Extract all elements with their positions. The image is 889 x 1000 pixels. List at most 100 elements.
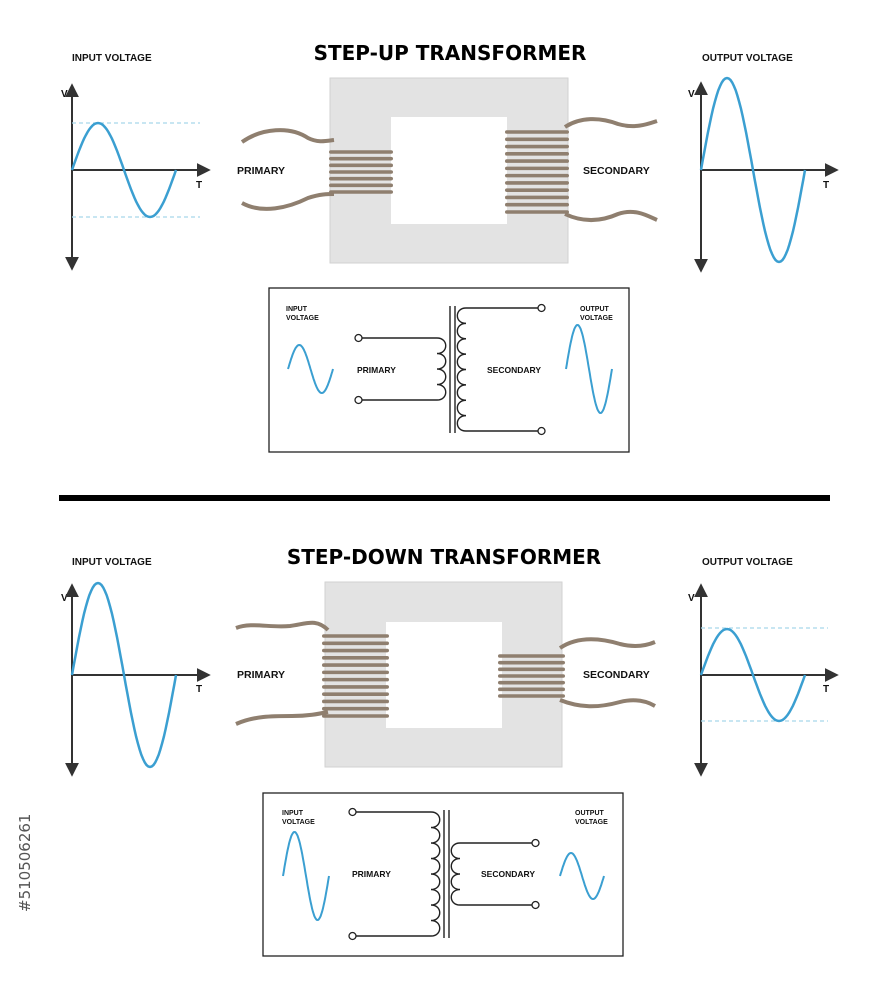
schematic-secondary-terminal (531, 838, 540, 848)
step-down-secondary-winding-turn (498, 667, 565, 672)
step-up-primary-winding-turn (329, 176, 393, 181)
step-down-primary-winding-turn (322, 714, 389, 718)
step-up-secondary-winding-turn (505, 144, 569, 149)
step-up-schematic-primary-label: PRIMARY (357, 365, 396, 375)
step-up-primary-lead-bottom (241, 192, 335, 211)
step-up-schematic-output-wave (565, 323, 613, 415)
step-up-primary-label: PRIMARY (237, 165, 285, 177)
step-up-schematic-input-wave (287, 343, 334, 395)
step-up-input-t-axis-label: T (196, 180, 202, 191)
step-up-primary-winding-turn (329, 156, 393, 161)
step-up-schematic-circuit (354, 303, 546, 436)
schematic-primary-terminal (348, 807, 357, 817)
step-down-primary-winding-turn (322, 706, 389, 711)
step-up-secondary-lead-top (563, 117, 658, 129)
schematic-primary-coil (430, 811, 441, 937)
step-up-input-v-axis-label: V (61, 89, 68, 100)
step-up-secondary-winding-turn (505, 159, 569, 163)
schematic-secondary-terminal (537, 303, 546, 313)
schematic-primary-coil (436, 337, 447, 401)
step-up-secondary-winding-turn (505, 202, 569, 207)
step-up-input-graph: INPUT VOLTAGE V T (61, 53, 211, 271)
step-up-secondary-winding-turn (505, 173, 569, 178)
step-down-output-v-axis-label: V (688, 593, 695, 604)
step-up-output-graph: OUTPUT VOLTAGE V T (688, 53, 839, 273)
step-up-primary-winding-turn (329, 170, 393, 174)
step-down-output-label: OUTPUT VOLTAGE (702, 557, 793, 568)
step-down-secondary-winding-turn (498, 680, 565, 685)
step-up-schematic-input-label-1: INPUT (286, 306, 308, 313)
step-down-input-v-axis-label: V (61, 593, 68, 604)
step-down-primary-winding-turn (322, 656, 389, 660)
step-down-transformer: PRIMARY SECONDARY (235, 581, 656, 768)
step-up-primary-winding-turn (329, 150, 393, 154)
step-down-primary-winding-turn (322, 677, 389, 682)
step-down-schematic-circuit (348, 807, 540, 941)
schematic-secondary-terminal (531, 900, 540, 910)
step-up-secondary-lead-bottom (564, 209, 658, 222)
step-up-primary-winding-turn (329, 183, 393, 188)
step-down-section: STEP-DOWN TRANSFORMER INPUT VOLTAGE V T … (61, 545, 839, 957)
step-down-secondary-lead-top (558, 637, 656, 650)
step-down-output-graph: OUTPUT VOLTAGE V T (688, 557, 839, 777)
step-down-secondary-winding-turn (498, 687, 565, 692)
step-down-primary-winding-turn (322, 692, 389, 696)
step-down-primary-winding-turn (322, 670, 389, 675)
step-up-output-v-axis-label: V (688, 89, 695, 100)
step-down-output-t-axis-label: T (823, 684, 829, 695)
step-down-primary-winding-turn (322, 699, 389, 704)
step-down-schematic-input-wave (282, 830, 330, 922)
step-down-core-window (386, 622, 502, 728)
step-up-secondary-winding-turn (505, 195, 569, 200)
step-down-schematic-output-label-1: OUTPUT (575, 810, 605, 817)
step-down-primary-winding-turn (322, 634, 389, 638)
step-up-input-wave (70, 121, 178, 219)
step-up-output-t-axis-label: T (823, 180, 829, 191)
step-down-primary-lead-top (235, 620, 330, 632)
step-up-schematic-output-label-2: VOLTAGE (580, 315, 613, 322)
step-down-schematic-frame (262, 792, 624, 957)
step-down-title: STEP-DOWN TRANSFORMER (287, 545, 601, 569)
step-up-secondary-winding-turn (505, 137, 569, 142)
step-down-primary-winding-turn (322, 641, 389, 646)
step-up-schematic: INPUT VOLTAGE OUTPUT VOLTAGE PRIMARY SEC… (268, 287, 630, 453)
step-up-schematic-frame (268, 287, 630, 453)
step-down-input-wave (70, 581, 178, 769)
section-divider (59, 495, 830, 501)
step-down-secondary-winding-turn (498, 674, 565, 678)
step-up-secondary-winding-turn (505, 130, 569, 134)
step-up-title: STEP-UP TRANSFORMER (314, 41, 587, 65)
step-down-secondary-winding-turn (498, 694, 565, 698)
step-up-core-window (391, 117, 507, 224)
step-up-secondary-winding-turn (505, 210, 569, 214)
step-up-primary-winding-turn (329, 190, 393, 194)
step-down-schematic-input-label-1: INPUT (282, 810, 304, 817)
step-down-input-t-axis-label: T (196, 684, 202, 695)
step-up-secondary-label: SECONDARY (583, 165, 650, 177)
step-down-schematic-output-wave (559, 851, 605, 901)
step-down-output-wave (699, 627, 807, 723)
step-up-secondary-winding-turn (505, 188, 569, 192)
step-up-section: STEP-UP TRANSFORMER INPUT VOLTAGE V T OU… (61, 41, 839, 453)
step-up-primary-winding-turn (329, 163, 393, 168)
step-down-schematic-primary-label: PRIMARY (352, 869, 391, 879)
schematic-primary-terminal (354, 333, 363, 343)
schematic-secondary-terminal (537, 426, 546, 436)
step-down-primary-label: PRIMARY (237, 669, 285, 681)
step-up-secondary-winding (505, 130, 569, 214)
step-up-secondary-winding-turn (505, 152, 569, 156)
step-up-schematic-input-label-2: VOLTAGE (286, 315, 319, 322)
step-down-input-label: INPUT VOLTAGE (72, 557, 152, 568)
schematic-primary-terminal (354, 395, 363, 405)
step-up-schematic-secondary-label: SECONDARY (487, 365, 541, 375)
step-up-secondary-winding-turn (505, 181, 569, 185)
step-up-output-wave (699, 76, 807, 264)
step-down-schematic-output-label-2: VOLTAGE (575, 819, 608, 826)
step-down-primary-winding-turn (322, 663, 389, 667)
step-down-secondary-label: SECONDARY (583, 669, 650, 681)
step-down-input-graph: INPUT VOLTAGE V T (61, 557, 211, 777)
step-down-primary-winding-turn (322, 685, 389, 689)
schematic-secondary-coil (450, 842, 461, 906)
step-down-secondary-winding-turn (498, 654, 565, 658)
step-up-schematic-output-label-1: OUTPUT (580, 306, 610, 313)
